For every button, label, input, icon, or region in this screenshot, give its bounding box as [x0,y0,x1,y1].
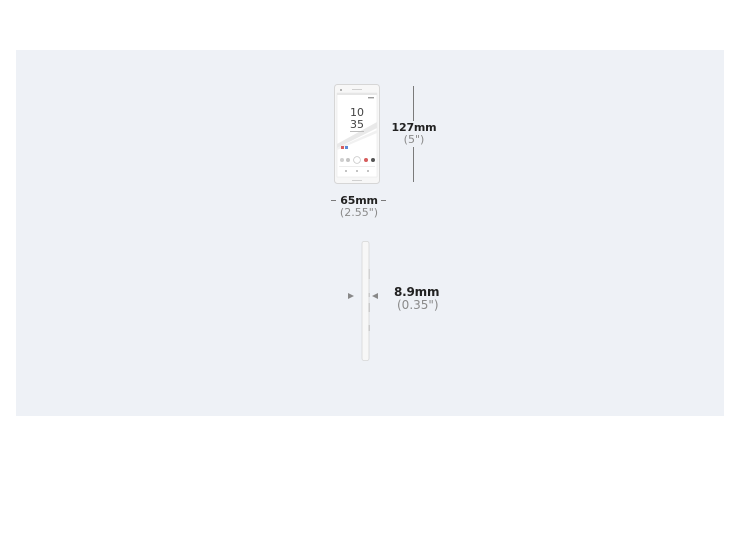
phone-side-image [361,241,370,361]
depth-metric-label: 8.9mm [394,285,440,299]
depth-arrow-right-icon [348,293,354,299]
width-dimension-tick-right [381,200,386,201]
dimensions-panel: 10 35 127mm (5") 65mm (2.55") 8.9mm (0.3… [16,50,724,416]
width-dimension-tick-left [331,200,336,201]
width-metric-label: 65mm [340,194,378,207]
height-dimension-line [413,86,414,121]
height-imperial-label: (5") [403,133,425,146]
depth-imperial-label: (0.35") [397,298,439,312]
depth-arrow-left-icon [372,293,378,299]
height-dimension-line-lower [413,147,414,182]
phone-front-image: 10 35 [334,84,380,184]
phone-clock-minute: 35 [350,118,364,131]
phone-clock-hour: 10 [350,106,364,119]
width-imperial-label: (2.55") [339,206,379,219]
height-metric-label: 127mm [391,121,437,134]
